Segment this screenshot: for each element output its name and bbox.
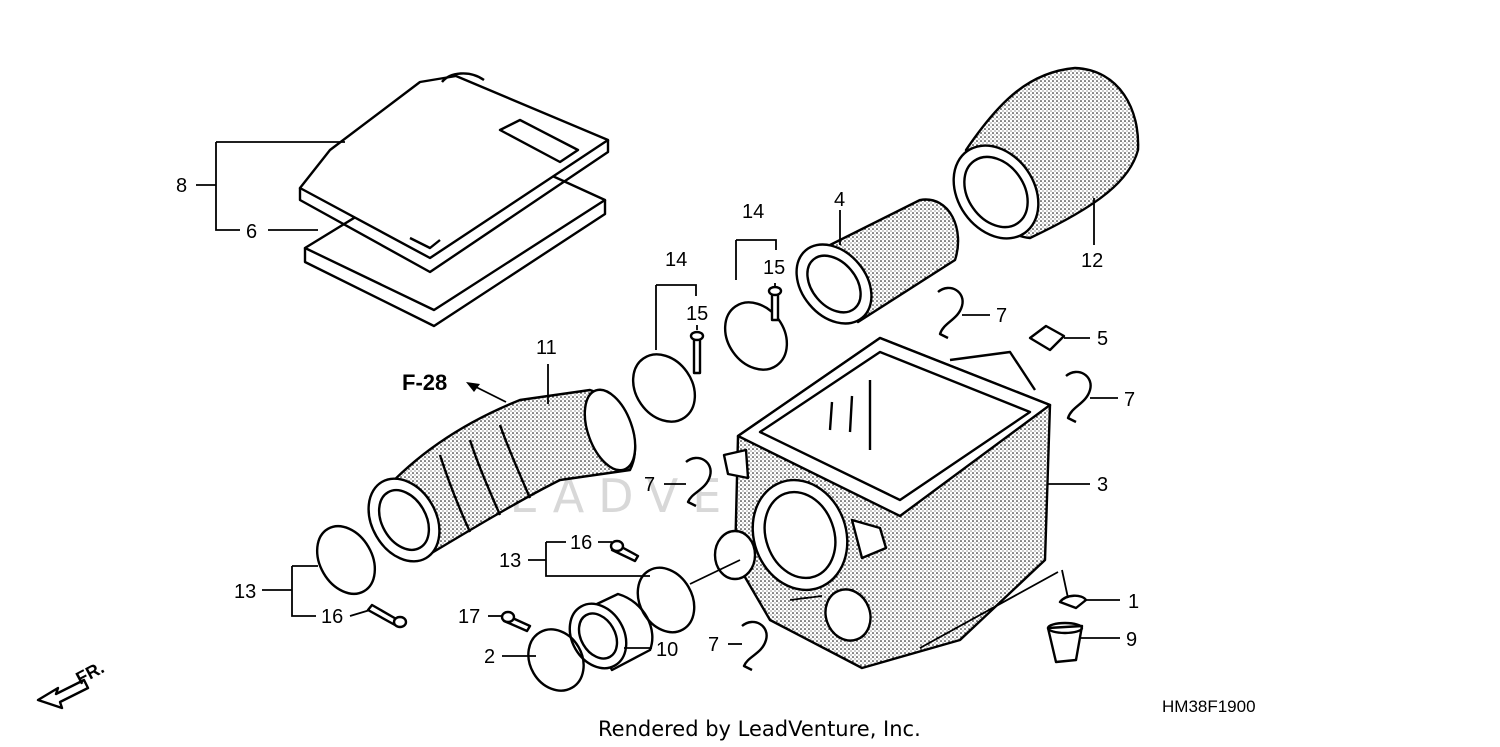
callout-7-right: 7 [1124, 389, 1135, 411]
part-connecting-tube [367, 388, 637, 563]
callout-2: 2 [484, 646, 495, 668]
part-clips [685, 286, 1092, 672]
drawing-code: HM38F1900 [1162, 697, 1256, 716]
callout-labels: 8 6 12 4 14 15 14 15 11 F-28 7 5 7 3 7 1… [176, 175, 1139, 668]
callout-6: 6 [246, 221, 257, 243]
part-clamp-bands [315, 301, 789, 692]
callout-13-center: 13 [499, 550, 521, 572]
callout-16-left: 16 [321, 606, 343, 628]
callout-5: 5 [1097, 328, 1108, 350]
callout-7-bottom: 7 [708, 634, 719, 656]
callout-8: 8 [176, 175, 187, 197]
callout-15-right: 15 [763, 257, 785, 279]
part-screws [366, 285, 783, 633]
callout-16-center: 16 [570, 532, 592, 554]
callout-1: 1 [1128, 591, 1139, 613]
front-direction-indicator: FR. [36, 657, 107, 710]
callout-4: 4 [834, 189, 845, 211]
callout-14-right: 14 [742, 201, 764, 223]
leader-lines [196, 141, 1120, 657]
callout-14-left: 14 [665, 249, 687, 271]
part-outer-filter [952, 66, 1140, 240]
callout-11: 11 [536, 337, 557, 359]
callout-10: 10 [656, 639, 678, 661]
part-lower-connecting-tube [568, 592, 654, 672]
callout-7-top: 7 [996, 305, 1007, 327]
callout-15-left: 15 [686, 303, 708, 325]
part-air-cleaner-case [713, 336, 1052, 670]
part-nut-and-drain [1028, 324, 1088, 664]
callout-7-middle: 7 [644, 474, 655, 496]
callout-3: 3 [1097, 474, 1108, 496]
part-case-cover [298, 72, 610, 328]
reference-label-f28: F-28 [402, 370, 447, 395]
part-inner-filter [795, 198, 960, 325]
callout-17: 17 [458, 606, 480, 628]
callout-13-left: 13 [234, 581, 256, 603]
callout-9: 9 [1126, 629, 1137, 651]
callout-12: 12 [1081, 250, 1103, 272]
credit-text: Rendered by LeadVenture, Inc. [598, 717, 921, 741]
